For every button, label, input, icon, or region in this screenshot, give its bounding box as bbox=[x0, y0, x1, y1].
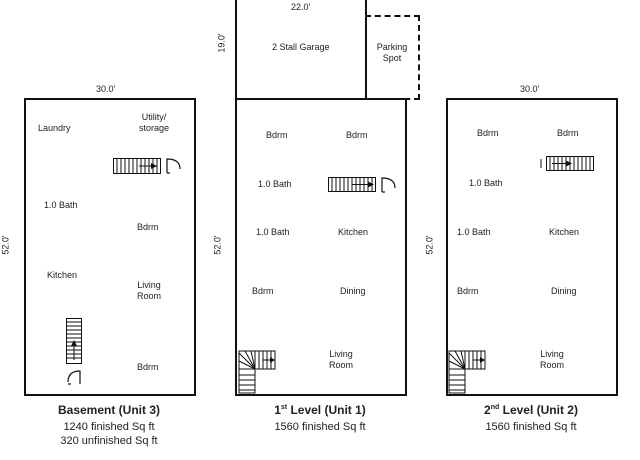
parking-line1: Parking bbox=[376, 42, 408, 52]
level2-width-dim: 30.0' bbox=[520, 84, 540, 94]
basement-living-line2: Room bbox=[136, 291, 161, 301]
level2-length-dim: 52.0' bbox=[424, 235, 435, 255]
garage-depth-dim: 19.0' bbox=[216, 33, 227, 53]
level2-bdrm2-label: Bdrm bbox=[557, 128, 579, 138]
basement-living-label: Living Room bbox=[134, 280, 164, 302]
level1-bath2-label: 1.0 Bath bbox=[256, 227, 290, 237]
level1-living-label: Living Room bbox=[326, 349, 356, 371]
level2-bath2-label: 1.0 Bath bbox=[457, 227, 491, 237]
basement-length-dim: 52.0' bbox=[0, 235, 11, 255]
level1-finished: 1560 finished Sq ft bbox=[274, 421, 366, 433]
level2-title: 2nd Level (Unit 2) bbox=[456, 403, 606, 417]
level2-dining-label: Dining bbox=[551, 286, 577, 296]
parking-spot-label: Parking Spot bbox=[368, 42, 416, 64]
level2-living-line1: Living bbox=[540, 349, 564, 359]
level1-title-sup: st bbox=[280, 404, 288, 411]
level1-title-num: 1 bbox=[274, 403, 281, 417]
basement-door2-swing-icon bbox=[67, 370, 81, 385]
level1-living-line2: Room bbox=[328, 360, 353, 370]
level1-stair-winder-icon bbox=[238, 350, 276, 394]
basement-stair-horizontal-icon bbox=[113, 158, 161, 174]
garage-label: 2 Stall Garage bbox=[272, 42, 330, 52]
level2-bdrm3-label: Bdrm bbox=[457, 286, 479, 296]
basement-unfinished: 320 unfinished Sq ft bbox=[60, 435, 158, 447]
level1-length-dim: 52.0' bbox=[212, 235, 223, 255]
level2-title-rest: Level (Unit 2) bbox=[499, 403, 578, 417]
level1-kitchen-label: Kitchen bbox=[338, 227, 369, 237]
level1-bath-label: 1.0 Bath bbox=[258, 179, 292, 189]
basement-utility-line2: storage bbox=[138, 123, 170, 133]
level2-finished: 1560 finished Sq ft bbox=[485, 421, 577, 433]
level2-stair-winder-icon bbox=[448, 350, 486, 394]
basement-bdrm1-label: Bdrm bbox=[137, 222, 159, 232]
level1-title: 1st Level (Unit 1) bbox=[245, 403, 395, 417]
level1-bdrm2-label: Bdrm bbox=[346, 130, 368, 140]
level2-bdrm1-label: Bdrm bbox=[477, 128, 499, 138]
garage-width-dim: 22.0' bbox=[291, 2, 311, 12]
basement-stair-vertical-icon bbox=[66, 318, 82, 364]
level1-bdrm3-label: Bdrm bbox=[252, 286, 274, 296]
basement-utility-line1: Utility/ bbox=[141, 112, 167, 122]
level2-title-sup: nd bbox=[490, 404, 500, 411]
level1-plan bbox=[235, 98, 407, 396]
level1-title-rest: Level (Unit 1) bbox=[287, 403, 366, 417]
level1-dining-label: Dining bbox=[340, 286, 366, 296]
basement-door-swing-icon bbox=[166, 158, 181, 174]
basement-kitchen-label: Kitchen bbox=[47, 270, 78, 280]
basement-width-dim: 30.0' bbox=[96, 84, 116, 94]
basement-bdrm2-label: Bdrm bbox=[137, 362, 159, 372]
basement-bath-label: 1.0 Bath bbox=[44, 200, 78, 210]
level1-bdrm1-label: Bdrm bbox=[266, 130, 288, 140]
level2-living-label: Living Room bbox=[537, 349, 567, 371]
level1-stair-horizontal-icon bbox=[328, 177, 376, 192]
level2-kitchen-label: Kitchen bbox=[549, 227, 580, 237]
level1-living-line1: Living bbox=[329, 349, 353, 359]
level2-plan bbox=[446, 98, 618, 396]
basement-finished: 1240 finished Sq ft bbox=[63, 421, 155, 433]
level2-stair-horizontal-icon bbox=[540, 156, 594, 171]
basement-title: Basement (Unit 3) bbox=[57, 403, 161, 417]
level2-bath-label: 1.0 Bath bbox=[469, 178, 503, 188]
basement-laundry-label: Laundry bbox=[38, 123, 71, 133]
basement-plan bbox=[24, 98, 196, 396]
parking-line2: Spot bbox=[382, 53, 402, 63]
level2-living-line2: Room bbox=[539, 360, 564, 370]
level2-title-num: 2 bbox=[484, 403, 491, 417]
basement-living-line1: Living bbox=[137, 280, 161, 290]
basement-utility-label: Utility/ storage bbox=[133, 112, 175, 134]
level1-door-swing-icon bbox=[381, 177, 396, 193]
